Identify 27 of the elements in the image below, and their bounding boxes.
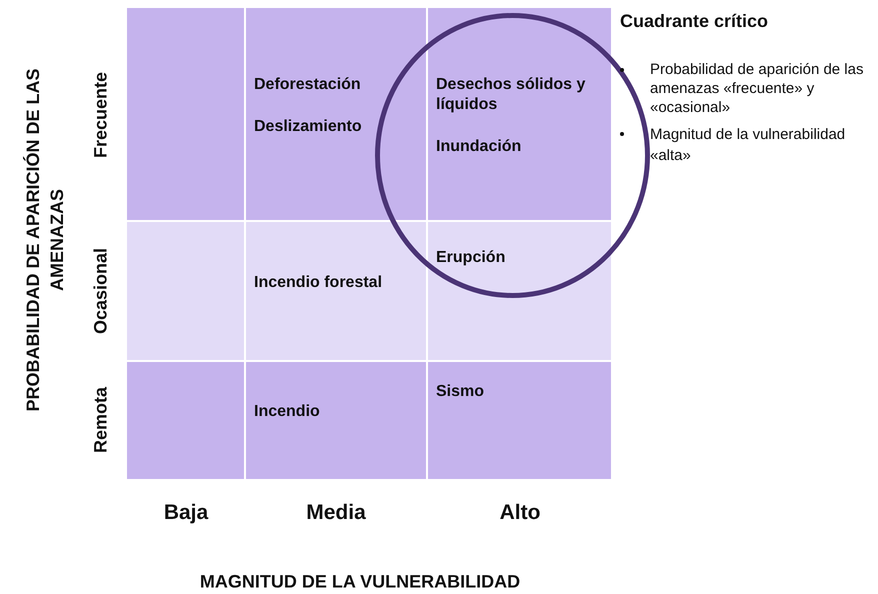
axis-title: PROBABILIDAD DE APARICIÓN DE LAS AMENAZAS <box>22 68 68 414</box>
bullet-text: Probabilidad de aparición de las amenazas «frecuente» y «ocasional» <box>650 61 864 116</box>
column-label: Baja <box>164 501 208 525</box>
column-label: Media <box>306 501 366 525</box>
matrix-cell <box>246 8 426 220</box>
heading: Cuadrante crítico <box>620 11 768 32</box>
matrix-cell <box>127 8 244 220</box>
cell-text: Desechos sólidos y líquidos <box>436 75 586 115</box>
cell-text: Inundación <box>436 137 522 157</box>
cell-text: Deforestación <box>254 75 362 95</box>
column-label: Alto <box>500 501 540 525</box>
matrix-cell <box>246 362 426 479</box>
matrix-cell <box>127 362 244 479</box>
row-label: Frecuente <box>90 72 112 158</box>
matrix-cell <box>428 362 611 479</box>
cell-text: Sismo <box>436 382 486 402</box>
matrix-cell <box>246 222 426 360</box>
cell-text: Incendio <box>254 402 321 422</box>
cell-text: Incendio forestal <box>254 273 384 293</box>
row-label: Ocasional <box>90 248 112 334</box>
cell-text: Erupción <box>436 248 506 268</box>
axis-title: MAGNITUD DE LA VULNERABILIDAD <box>200 572 520 592</box>
bullet-text: Magnitud de la vulnerabilidad «alta» <box>650 126 846 164</box>
row-label: Remota <box>90 387 112 453</box>
cell-text: Deslizamiento <box>254 117 363 137</box>
matrix-cell <box>127 222 244 360</box>
matrix-cell <box>428 222 611 360</box>
